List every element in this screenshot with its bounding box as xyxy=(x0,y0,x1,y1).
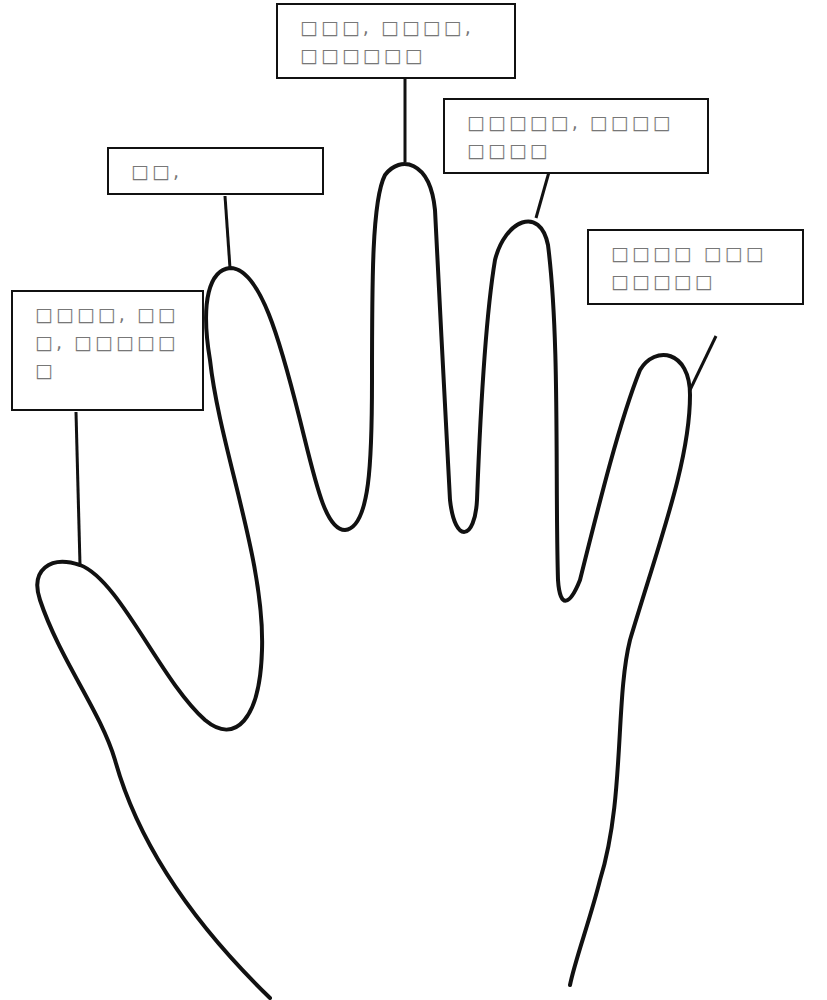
callout-text: □□, xyxy=(131,157,300,185)
leader-line xyxy=(404,76,407,162)
leader-line xyxy=(690,336,716,390)
callout-box: □□□□, □□□, □□□□□□ xyxy=(11,290,204,411)
callout-text: □□□□□, □□□□□□□□ xyxy=(467,108,685,164)
callout-box: □□□, □□□□, □□□□□□ xyxy=(276,3,516,79)
callout-text: □□□□ □□□□□□□□ xyxy=(611,239,780,295)
leader-line xyxy=(225,196,230,268)
callout-text: □□□□, □□□, □□□□□□ xyxy=(35,300,180,384)
callout-text: □□□, □□□□, □□□□□□ xyxy=(300,13,492,69)
callout-box: □□, xyxy=(107,147,324,195)
leader-line xyxy=(76,412,80,565)
leader-line xyxy=(536,172,549,218)
callout-box: □□□□□, □□□□□□□□ xyxy=(443,98,709,174)
callout-box: □□□□ □□□□□□□□ xyxy=(587,229,804,305)
